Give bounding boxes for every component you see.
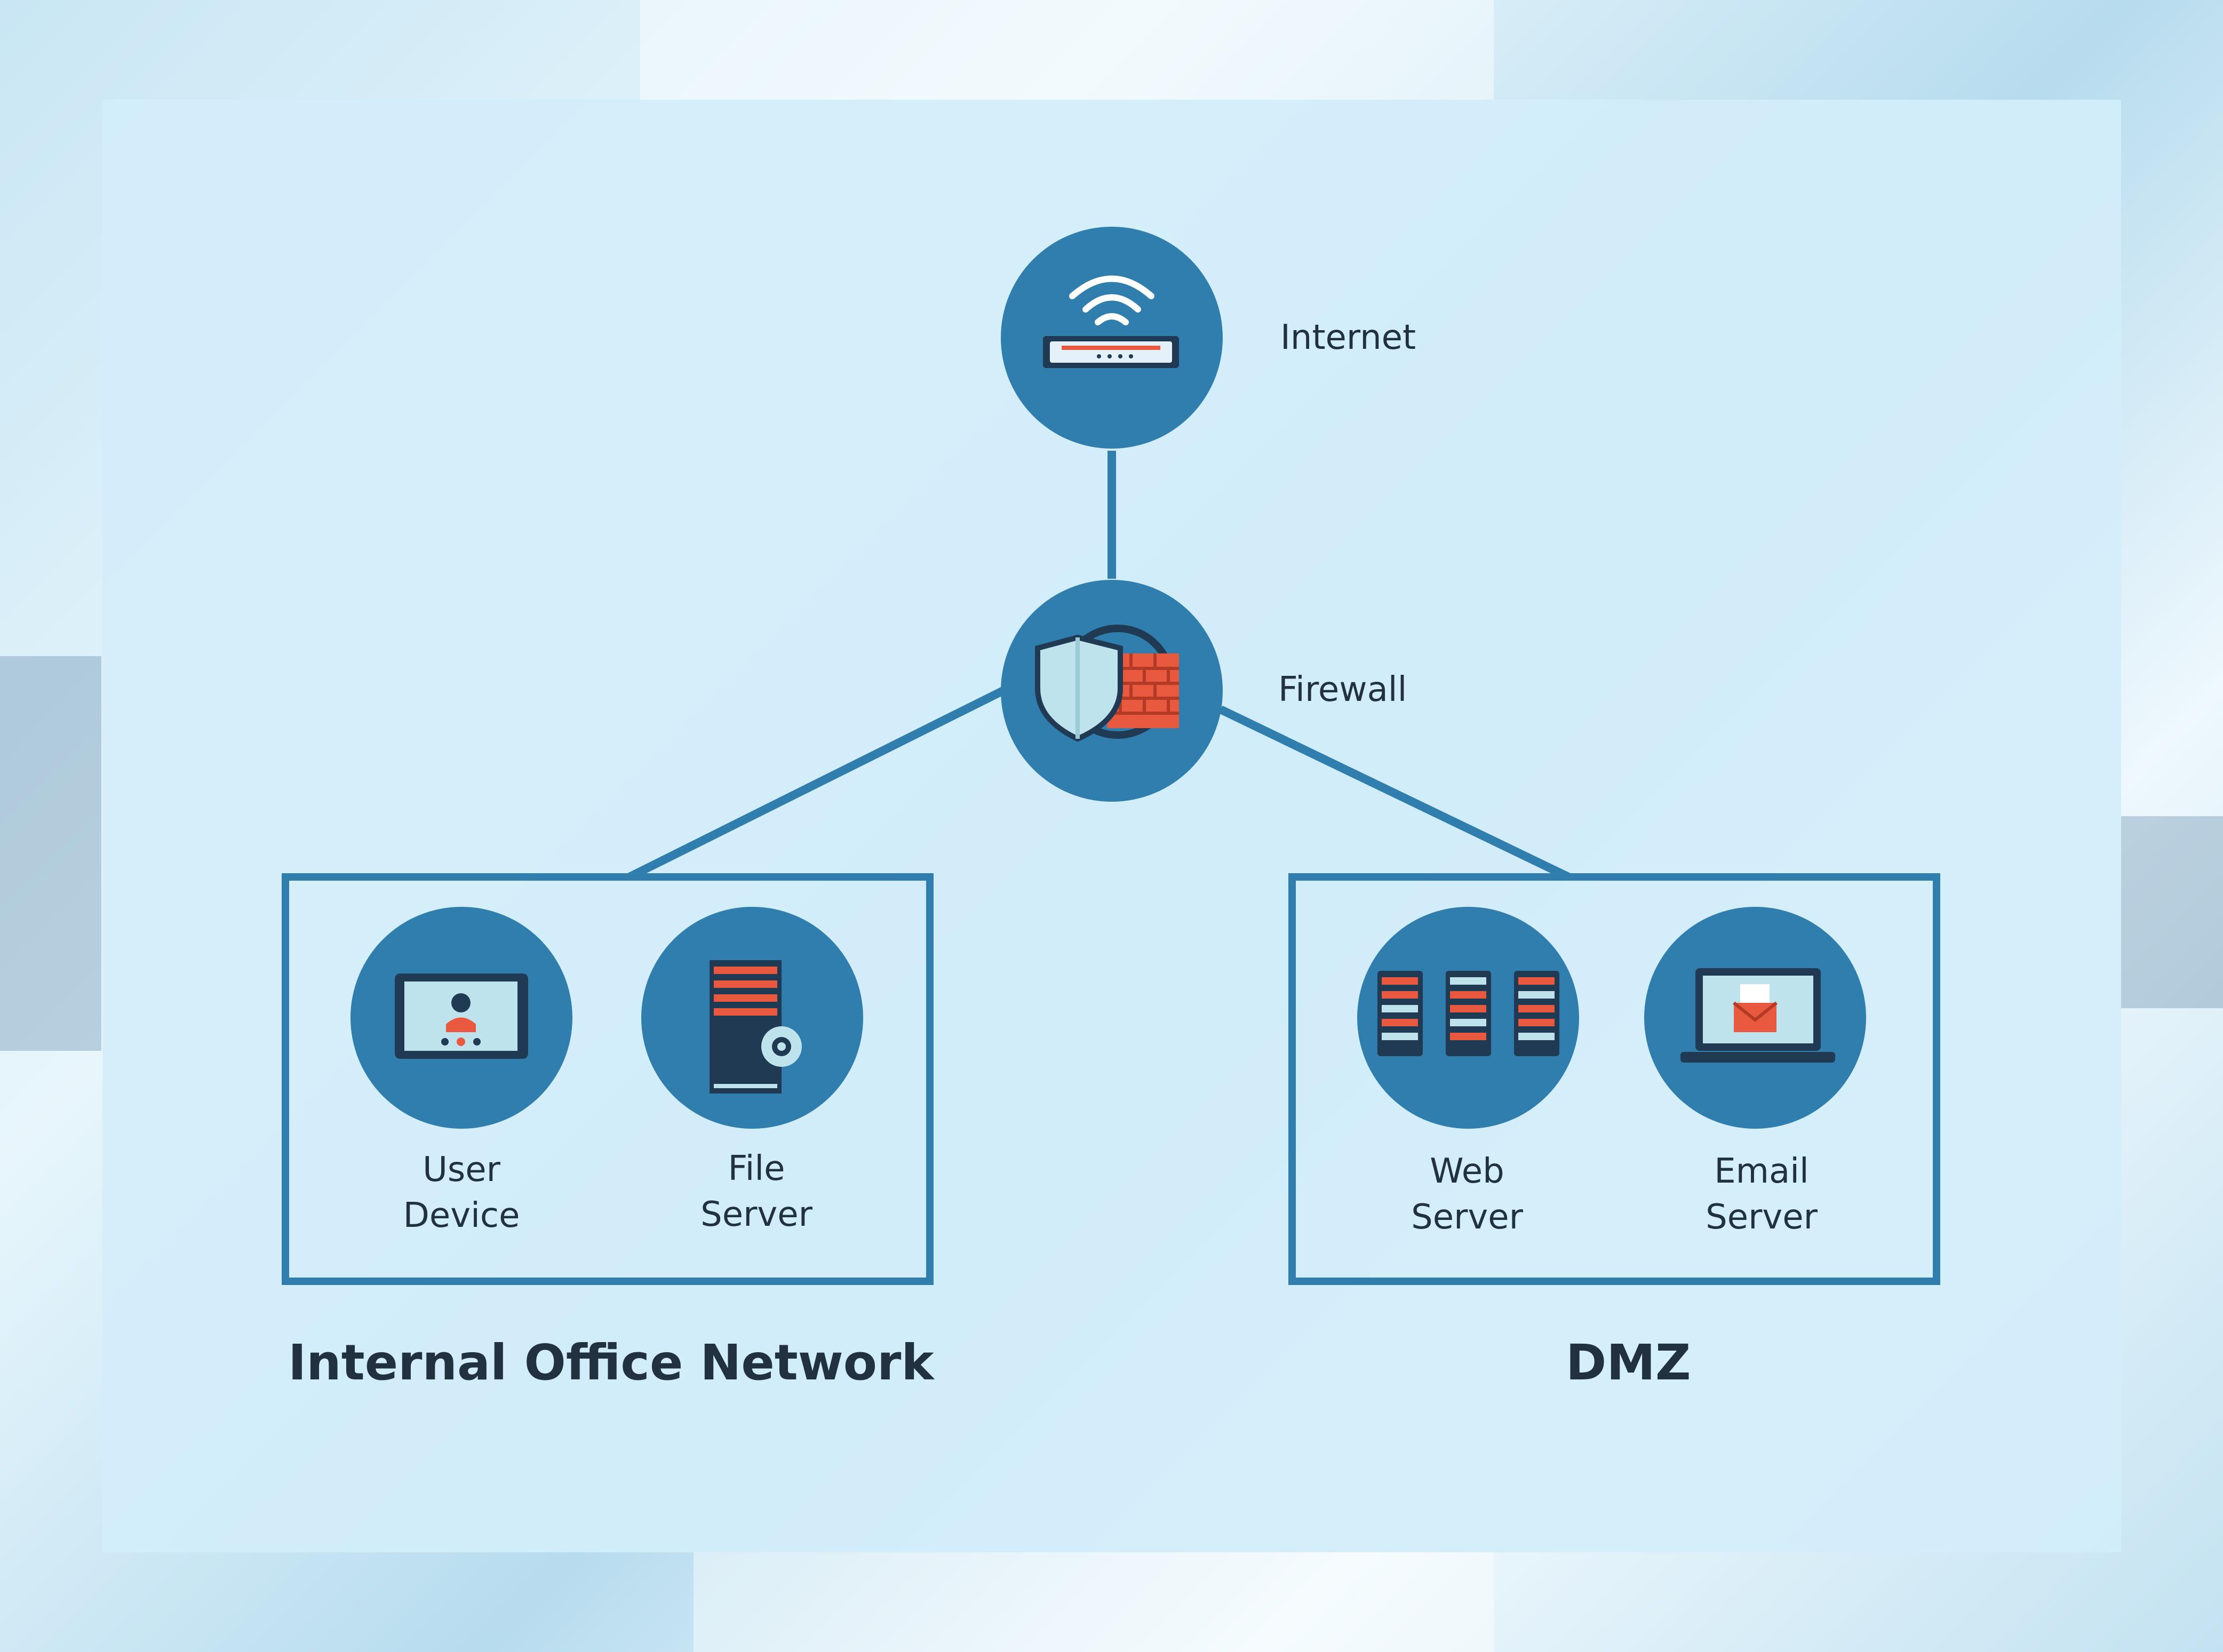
dmz-title: DMZ bbox=[1566, 1334, 1691, 1391]
file-server-node bbox=[641, 907, 863, 1129]
email-server-label: Email Server bbox=[1706, 1152, 1818, 1237]
firewall-node bbox=[1001, 580, 1223, 802]
web-server-node bbox=[1357, 907, 1579, 1129]
server-gear-icon bbox=[710, 960, 802, 1094]
file-server-label: File Server bbox=[700, 1149, 812, 1234]
internet-node bbox=[1001, 227, 1223, 449]
firewall-shield-icon bbox=[1035, 625, 1179, 742]
server-racks-icon bbox=[1377, 971, 1559, 1056]
firewall-label: Firewall bbox=[1278, 670, 1407, 709]
background-screen-right bbox=[2121, 816, 2223, 1008]
dmz-box bbox=[1288, 873, 1940, 1285]
email-server-node bbox=[1644, 907, 1866, 1129]
tablet-video-call-icon bbox=[395, 973, 528, 1059]
internet-label: Internet bbox=[1280, 318, 1416, 357]
router-wifi-icon bbox=[1043, 275, 1179, 368]
internal-network-title: Internal Office Network bbox=[288, 1334, 934, 1391]
background-light-bottom bbox=[694, 1552, 1494, 1652]
background-screen-left bbox=[0, 656, 101, 1051]
laptop-email-icon bbox=[1680, 968, 1835, 1063]
user-device-node bbox=[350, 907, 572, 1129]
web-server-label: Web Server bbox=[1411, 1152, 1523, 1237]
background-light-top bbox=[640, 0, 1494, 100]
user-device-label: User Device bbox=[403, 1150, 520, 1235]
internal-network-box bbox=[282, 873, 934, 1285]
connector-firewall-dmz bbox=[1218, 705, 1571, 881]
connector-firewall-internal bbox=[627, 687, 1005, 881]
